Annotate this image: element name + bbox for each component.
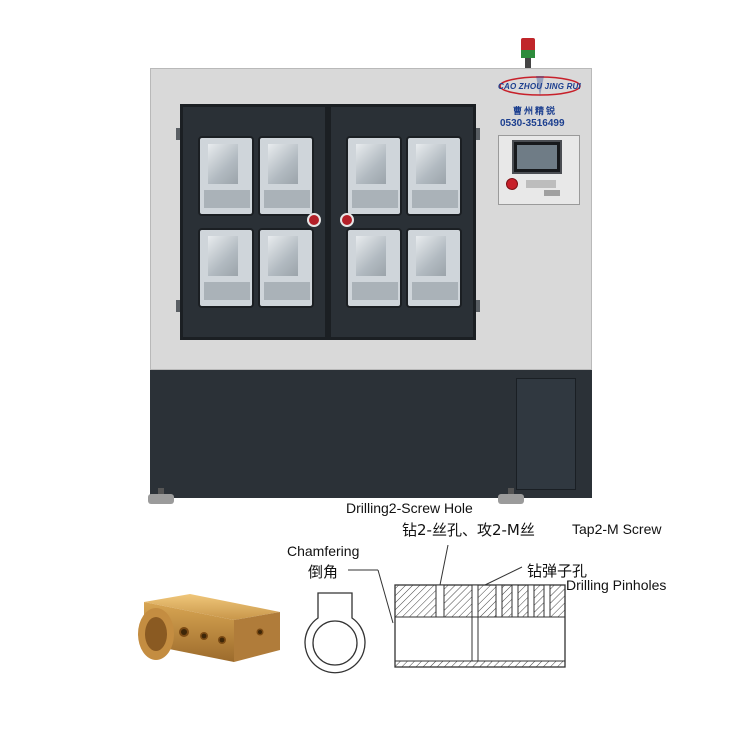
door-handle-left-icon bbox=[307, 213, 321, 227]
emergency-stop-icon bbox=[506, 178, 518, 190]
label-tap-screw: Tap2-M Screw bbox=[572, 521, 662, 537]
window-pane bbox=[406, 228, 462, 308]
window-pane bbox=[346, 136, 402, 216]
leveling-foot-right bbox=[498, 494, 524, 504]
foot-stem-left bbox=[158, 488, 164, 496]
hmi-display bbox=[517, 145, 557, 169]
window-pane bbox=[198, 136, 254, 216]
label-drill-pin-cn: 钻弹子孔 bbox=[527, 562, 588, 580]
brass-lock-cylinder-part bbox=[138, 594, 280, 662]
brand-name-cn: 曹州精锐 bbox=[513, 106, 558, 116]
window-pane bbox=[198, 228, 254, 308]
door-handle-right-icon bbox=[340, 213, 354, 227]
technical-drawing bbox=[304, 545, 566, 674]
label-drilling-screw-hole: Drilling2-Screw Hole bbox=[346, 500, 473, 516]
hinge-icon bbox=[176, 128, 182, 140]
hinge-icon bbox=[176, 300, 182, 312]
machine-photo: CAO ZHOU JING RUI 曹州精锐 0530-3516499 bbox=[148, 38, 592, 504]
window-pane bbox=[346, 228, 402, 308]
lower-side-door bbox=[516, 378, 576, 490]
brand-phone: 0530-3516499 bbox=[500, 118, 565, 129]
signal-lamp-green-icon bbox=[521, 50, 535, 58]
hinge-icon bbox=[474, 300, 480, 312]
brand-logo-icon bbox=[499, 76, 581, 96]
leveling-foot-left bbox=[148, 494, 174, 504]
label-drill-tap-cn: 钻2-丝孔、攻2-M丝 bbox=[402, 521, 535, 539]
foot-stem-right bbox=[508, 488, 514, 496]
label-chamfering: Chamfering bbox=[287, 543, 360, 559]
hinge-icon bbox=[474, 128, 480, 140]
window-pane bbox=[258, 136, 314, 216]
brand-name: CAO ZHOU JING RUI bbox=[498, 82, 581, 91]
panel-label-plate bbox=[526, 180, 556, 188]
window-pane bbox=[258, 228, 314, 308]
window-pane bbox=[406, 136, 462, 216]
label-chamfering-cn: 倒角 bbox=[308, 563, 339, 581]
label-drilling-pinholes: Drilling Pinholes bbox=[566, 577, 667, 593]
signal-lamp-stem bbox=[525, 58, 531, 70]
signal-lamp-red-icon bbox=[521, 38, 535, 50]
panel-label-plate-small bbox=[544, 190, 560, 196]
